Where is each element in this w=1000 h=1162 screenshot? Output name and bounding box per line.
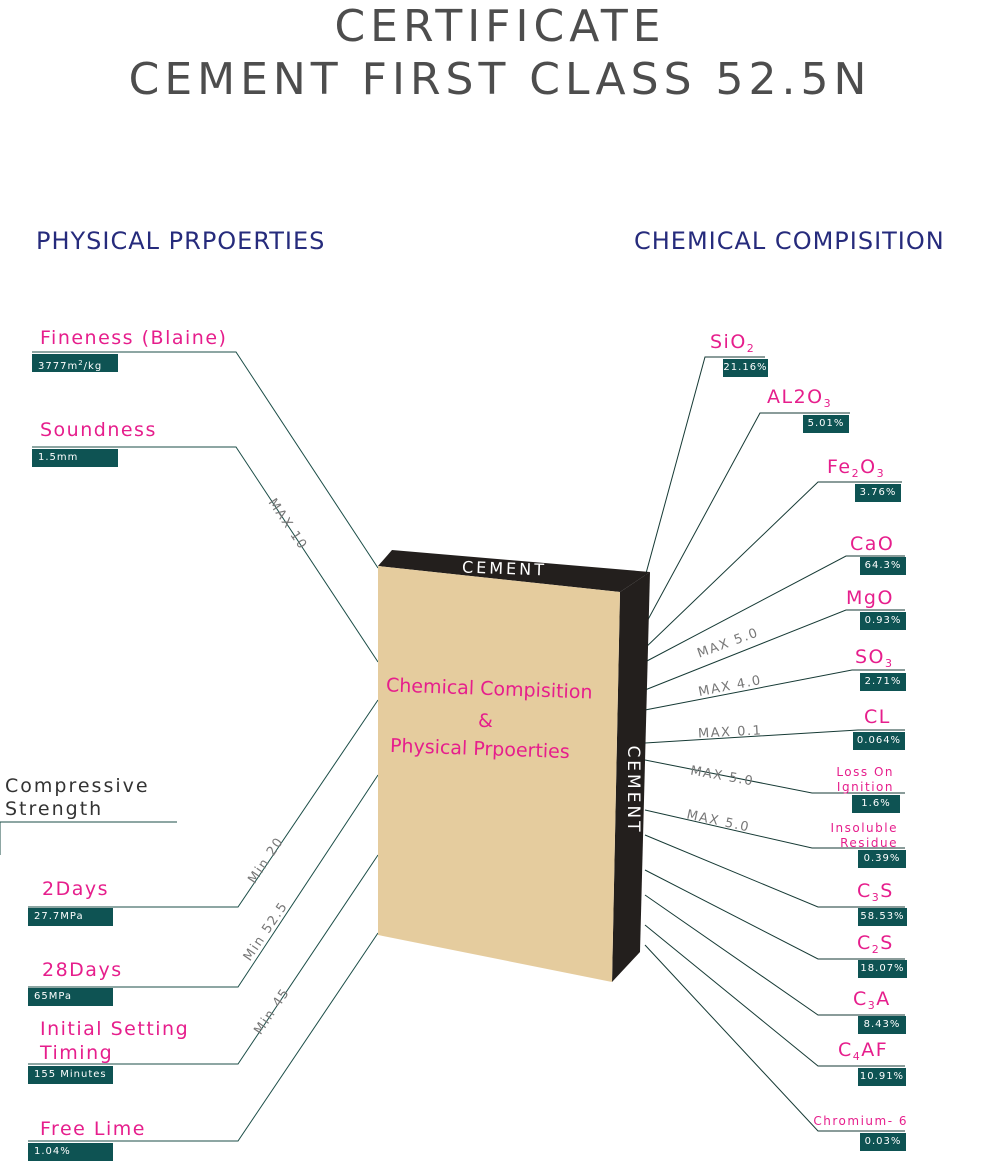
product-title: CEMENT FIRST CLASS 52.5N: [128, 54, 872, 105]
bag-top-label: CEMENT: [461, 557, 548, 580]
soundness-label: Soundness: [40, 419, 157, 441]
line-fe2o3: [642, 481, 902, 651]
cl-limit: MAX 0.1: [697, 723, 763, 742]
certificate-title: CERTIFICATE: [334, 1, 666, 52]
c4af-value: 10.91%: [858, 1068, 906, 1086]
c3a-value: 8.43%: [858, 1016, 906, 1034]
al2o3-value: 5.01%: [803, 415, 849, 433]
chemical-composition-heading: CHEMICAL COMPISITION: [634, 227, 945, 255]
loi-value: 1.6%: [852, 795, 900, 813]
line-free-lime: [28, 932, 379, 1142]
bag-front: [378, 566, 620, 982]
line-c4af: [644, 924, 905, 1067]
fineness-label: Fineness (Blaine): [40, 327, 228, 349]
setting-value: 155 Minutes: [28, 1066, 113, 1084]
sio2-label: SiO2: [710, 331, 756, 355]
c3s-value: 58.53%: [858, 908, 907, 926]
c4af-label: C4AF: [838, 1039, 889, 1063]
line-mgo: [644, 609, 905, 691]
line-so3: [644, 669, 905, 711]
bag-top: [378, 550, 650, 592]
physical-properties-heading: PHYSICAL PRPOERTIES: [36, 227, 326, 255]
fe2o3-value: 3.76%: [855, 484, 901, 502]
mgo-label: MgO: [846, 587, 894, 609]
line-loi: [644, 759, 905, 794]
chromium-value: 0.03%: [860, 1133, 906, 1151]
line-2days: [28, 699, 379, 908]
bag-text-ampersand: &: [478, 710, 493, 732]
fe2o3-label: Fe2O3: [827, 456, 886, 480]
days2-label: 2Days: [42, 878, 110, 900]
line-c3a: [644, 894, 905, 1016]
chromium-label: Chromium- 6: [813, 1114, 908, 1128]
c2s-value: 18.07%: [858, 960, 907, 978]
line-sio2: [629, 356, 765, 633]
cement-bag: [378, 550, 650, 982]
line-28days: [28, 774, 379, 988]
cao-value: 64.3%: [860, 557, 906, 575]
cl-label: CL: [864, 706, 891, 728]
line-al2o3: [637, 412, 850, 639]
free-lime-label: Free Lime: [40, 1118, 146, 1140]
line-chromium: [644, 944, 905, 1132]
c3s-label: C3S: [857, 880, 894, 904]
days28-value: 65MPa: [28, 988, 113, 1006]
days28-label: 28Days: [42, 959, 123, 981]
line-cl: [644, 729, 905, 744]
al2o3-label: AL2O3: [767, 386, 833, 410]
so3-label: SO3: [855, 646, 894, 670]
c3a-label: C3A: [853, 988, 891, 1012]
bag-side-label: CEMENT: [623, 745, 643, 835]
mgo-value: 0.93%: [860, 612, 906, 630]
days2-value: 27.7MPa: [28, 908, 113, 926]
fineness-value: 3777m2/kg: [32, 354, 118, 372]
c2s-label: C2S: [857, 932, 894, 956]
bag-side: [612, 572, 650, 982]
cl-value: 0.064%: [853, 732, 905, 750]
soundness-value: 1.5mm: [32, 449, 118, 467]
line-setting: [28, 854, 379, 1065]
line-c3s: [644, 834, 905, 908]
line-soundness: [32, 446, 379, 663]
so3-value: 2.71%: [860, 673, 906, 691]
free-lime-value: 1.04%: [28, 1143, 113, 1161]
ir-value: 0.39%: [858, 850, 906, 868]
line-cao: [644, 555, 905, 663]
cao-label: CaO: [850, 533, 895, 555]
line-fineness: [32, 351, 379, 569]
line-c2s: [644, 869, 905, 960]
line-ir: [644, 809, 905, 849]
sio2-value: 21.16%: [723, 359, 768, 377]
